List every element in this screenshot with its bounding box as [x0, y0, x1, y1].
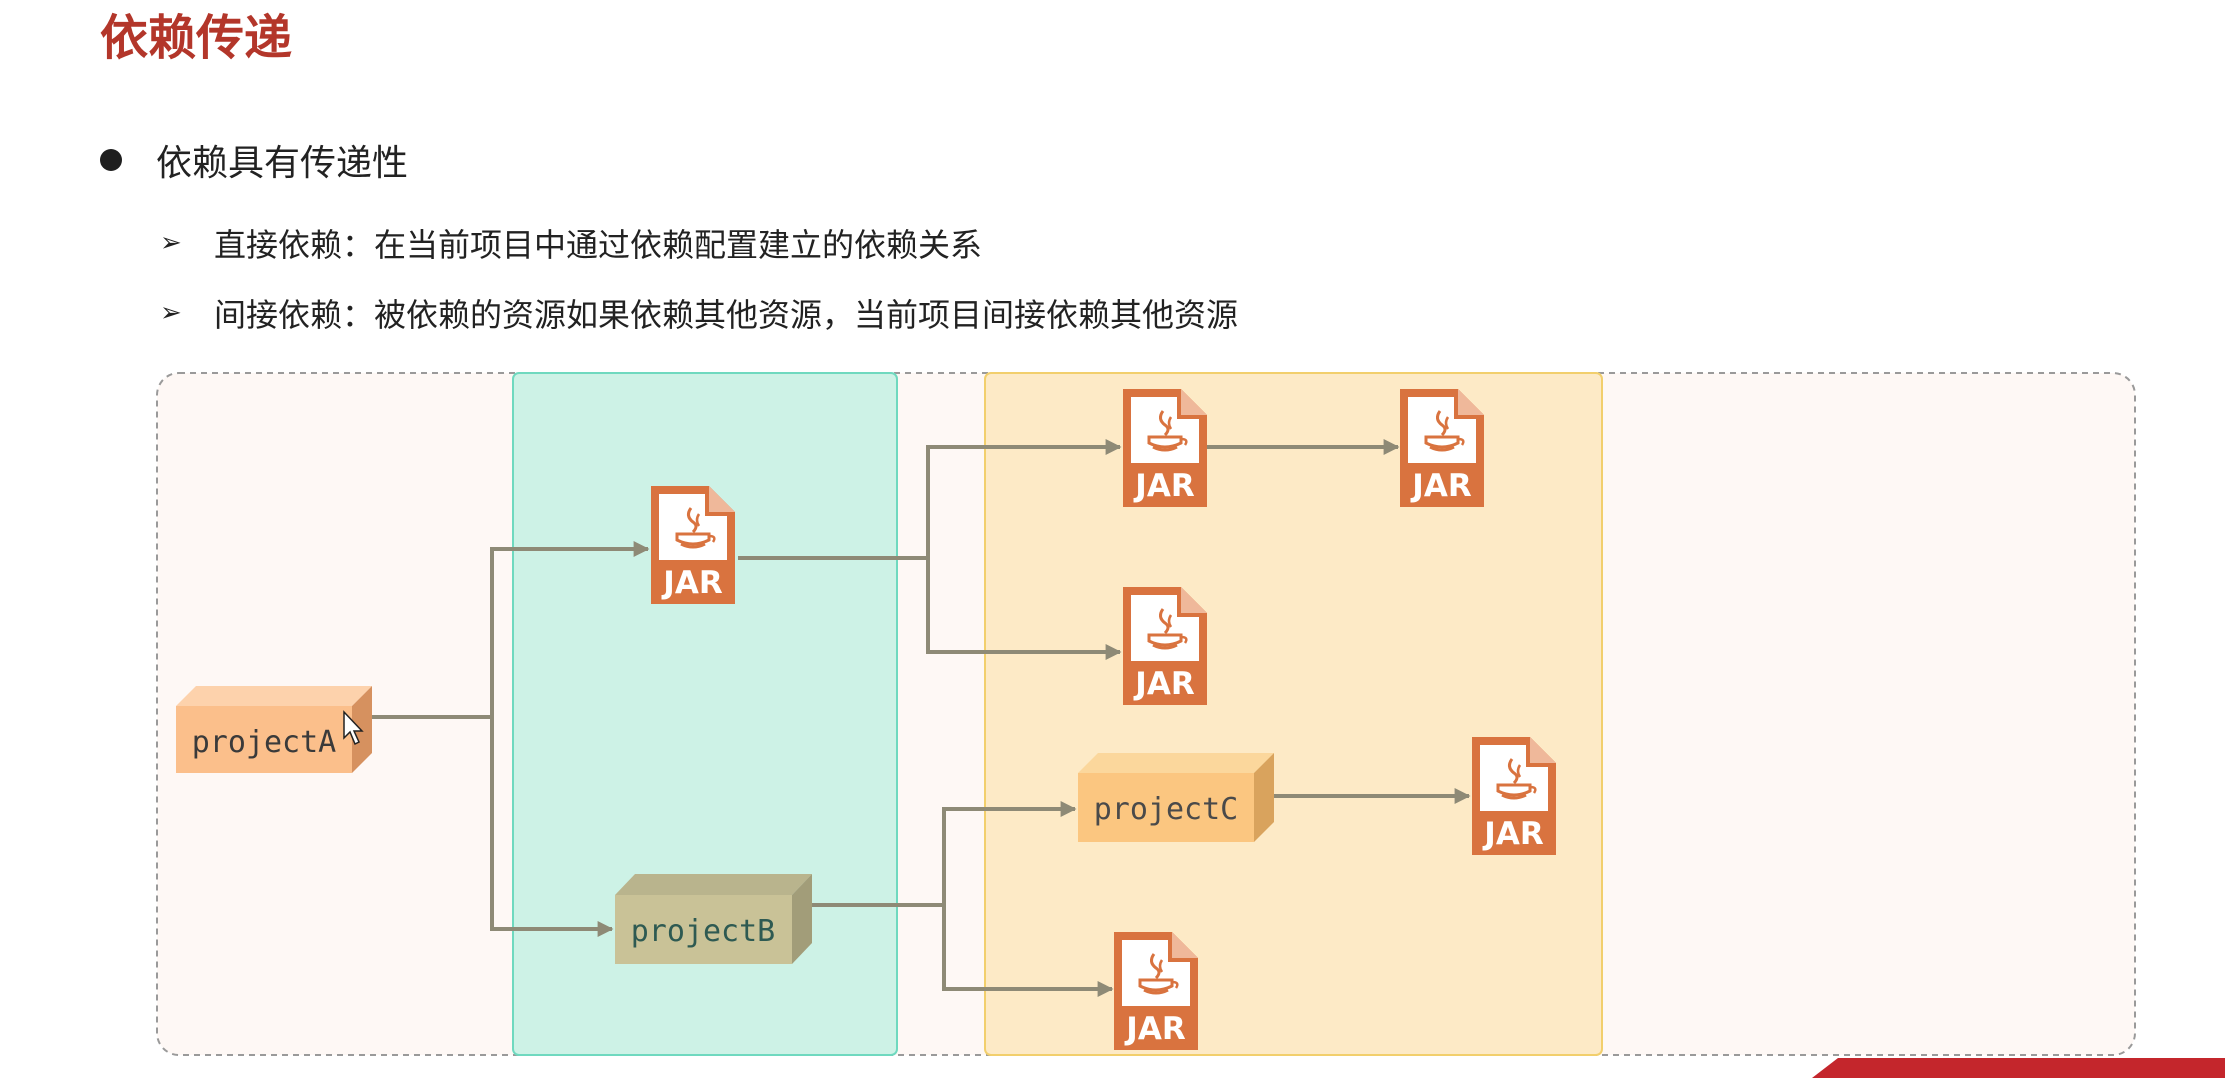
arrow-bullet-icon: ➢ [160, 228, 182, 258]
arrow-projectB-to-projectC [812, 801, 1077, 907]
jar-label: JAR [1133, 666, 1195, 702]
jar-file-icon: JAR [649, 484, 737, 606]
arrow-jar-to-jar-2 [926, 558, 1122, 660]
jar-file-icon: JAR [1398, 387, 1486, 509]
jar-file-icon: JAR [1470, 735, 1558, 857]
projectB-box: projectB [615, 874, 812, 964]
projectA-box: projectA [176, 686, 372, 773]
jar-label: JAR [1482, 816, 1544, 852]
bullet-dot-icon [100, 149, 122, 171]
arrow-bullet-icon: ➢ [160, 298, 182, 328]
sub-bullet-indirect: ➢ 间接依赖：被依赖的资源如果依赖其他资源，当前项目间接依赖其他资源 [160, 290, 1238, 336]
mouse-cursor-icon [343, 710, 364, 746]
slide-title: 依赖传递 [100, 10, 293, 66]
corner-banner [1812, 1058, 2225, 1078]
bullet-item: 依赖具有传递性 [100, 132, 408, 188]
jar-label: JAR [1133, 468, 1195, 504]
sub-bullet-direct: ➢ 直接依赖：在当前项目中通过依赖配置建立的依赖关系 [160, 220, 982, 266]
bullet-text: 依赖具有传递性 [156, 143, 409, 184]
sub-bullet-text: 直接依赖：在当前项目中通过依赖配置建立的依赖关系 [214, 226, 983, 264]
projectB-label: projectB [631, 914, 776, 949]
jar-label: JAR [1410, 468, 1472, 504]
jar-file-icon: JAR [1112, 930, 1200, 1052]
jar-label: JAR [1124, 1011, 1186, 1047]
projectA-label: projectA [192, 725, 337, 760]
jar-file-icon: JAR [1121, 585, 1209, 707]
projectC-box: projectC [1078, 753, 1274, 842]
sub-bullet-text: 间接依赖：被依赖的资源如果依赖其他资源，当前项目间接依赖其他资源 [214, 296, 1239, 334]
arrow-projectA-to-projectB [490, 717, 614, 937]
indirect-dependency-zone [984, 372, 1603, 1056]
jar-file-icon: JAR [1121, 387, 1209, 509]
arrow-projectB-to-jar [942, 905, 1114, 997]
arrow-projectA-to-jar [372, 541, 650, 719]
jar-label: JAR [661, 565, 723, 601]
projectC-label: projectC [1094, 792, 1239, 827]
arrow-jar-to-jar-1 [738, 439, 1122, 560]
